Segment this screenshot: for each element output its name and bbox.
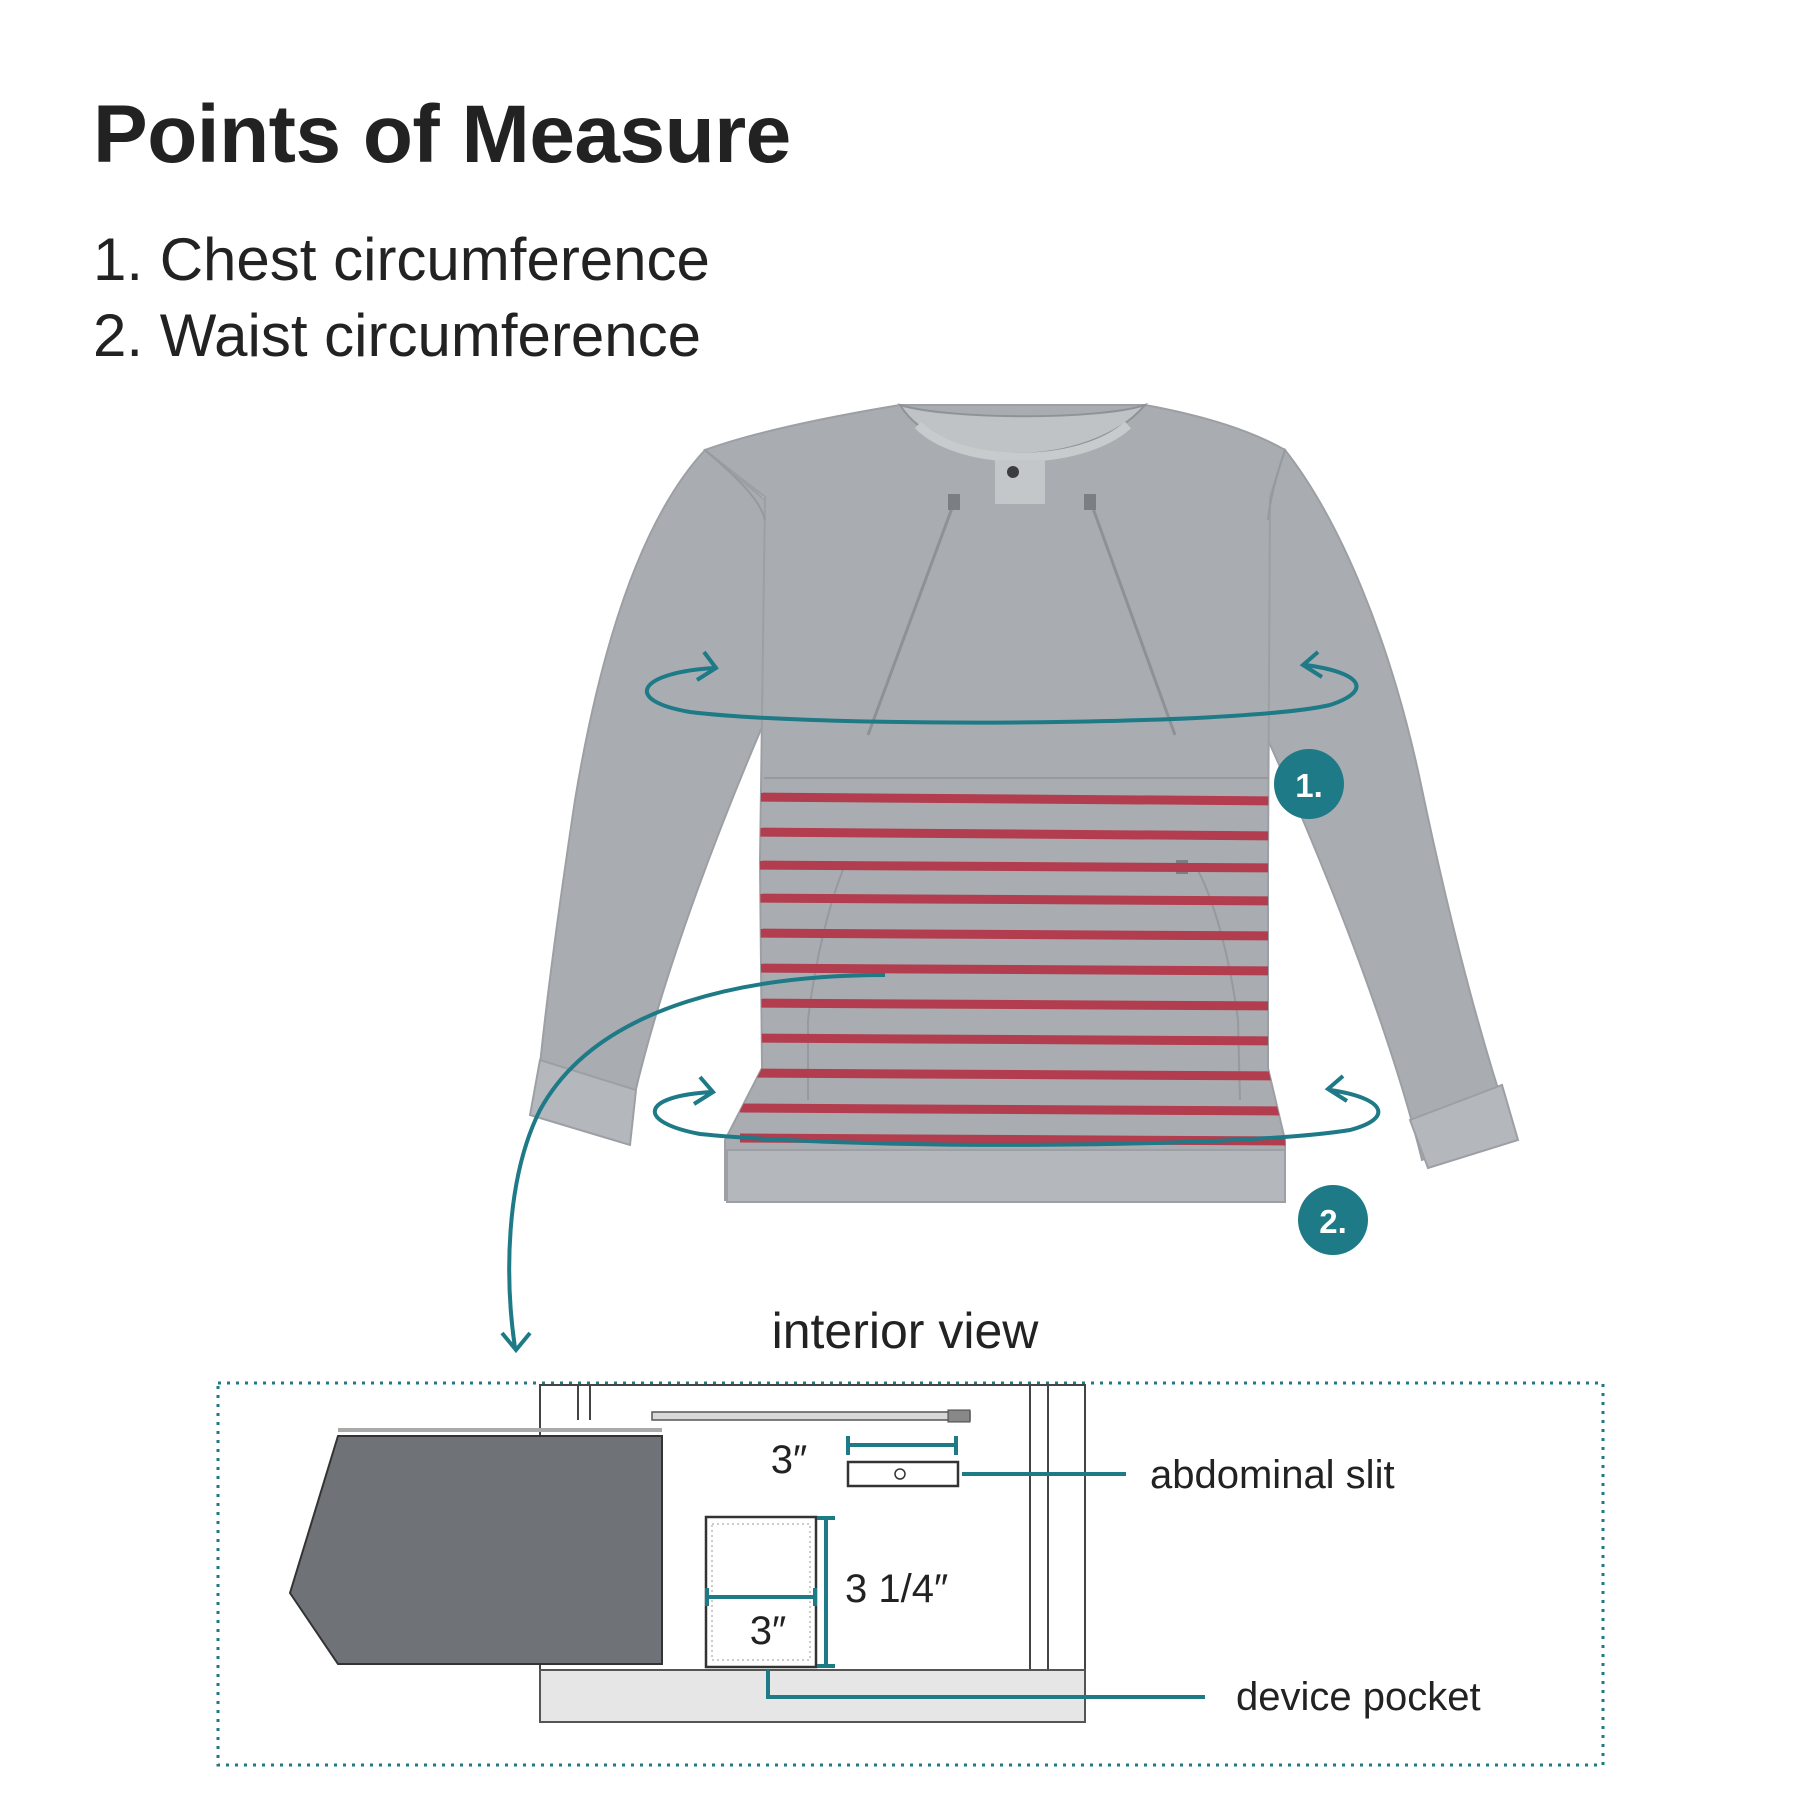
svg-text:1.: 1. [1295,767,1323,804]
folded-panel [288,1435,663,1665]
waistband [726,1149,1286,1203]
garment-tag [995,460,1045,504]
device-pocket-label: device pocket [1236,1675,1481,1719]
right-sleeve [1267,447,1510,1162]
waist-measure [652,1074,1381,1147]
measure-item-waist: 2. Waist circumference [93,302,701,369]
chest-measure [644,650,1359,725]
interior-view-frame [216,1381,1605,1767]
interior-sketch [288,1384,1086,1723]
page-title: Points of Measure [93,89,791,180]
slit-width-label: 3″ [771,1438,807,1482]
dimensions [705,1436,1205,1699]
left-cuff [528,1058,638,1147]
measure-item-chest: 1. Chest circumference [93,226,710,293]
device-pocket [704,1515,818,1669]
pocket-height-label: 3 1/4″ [845,1567,948,1611]
stripes [739,792,1290,1146]
chest-circular-arrow-icon [644,663,1359,725]
abdominal-slit-label: abdominal slit [1150,1453,1395,1497]
interior-view-title: interior view [772,1303,1040,1359]
measure-list: 1. Chest circumference 2. Waist circumfe… [93,222,710,374]
waist-marker: 2. [1298,1185,1368,1255]
svg-text:2.: 2. [1319,1203,1347,1240]
abdominal-slit [846,1460,960,1488]
sweater [528,402,1520,1203]
right-cuff [1408,1083,1520,1170]
waist-circular-arrow-icon [652,1088,1381,1147]
left-sleeve [536,448,766,1117]
callout-curved-arrow-icon [500,973,886,1354]
chest-marker: 1. [1274,749,1344,819]
pocket-width-label: 3″ [750,1609,786,1653]
